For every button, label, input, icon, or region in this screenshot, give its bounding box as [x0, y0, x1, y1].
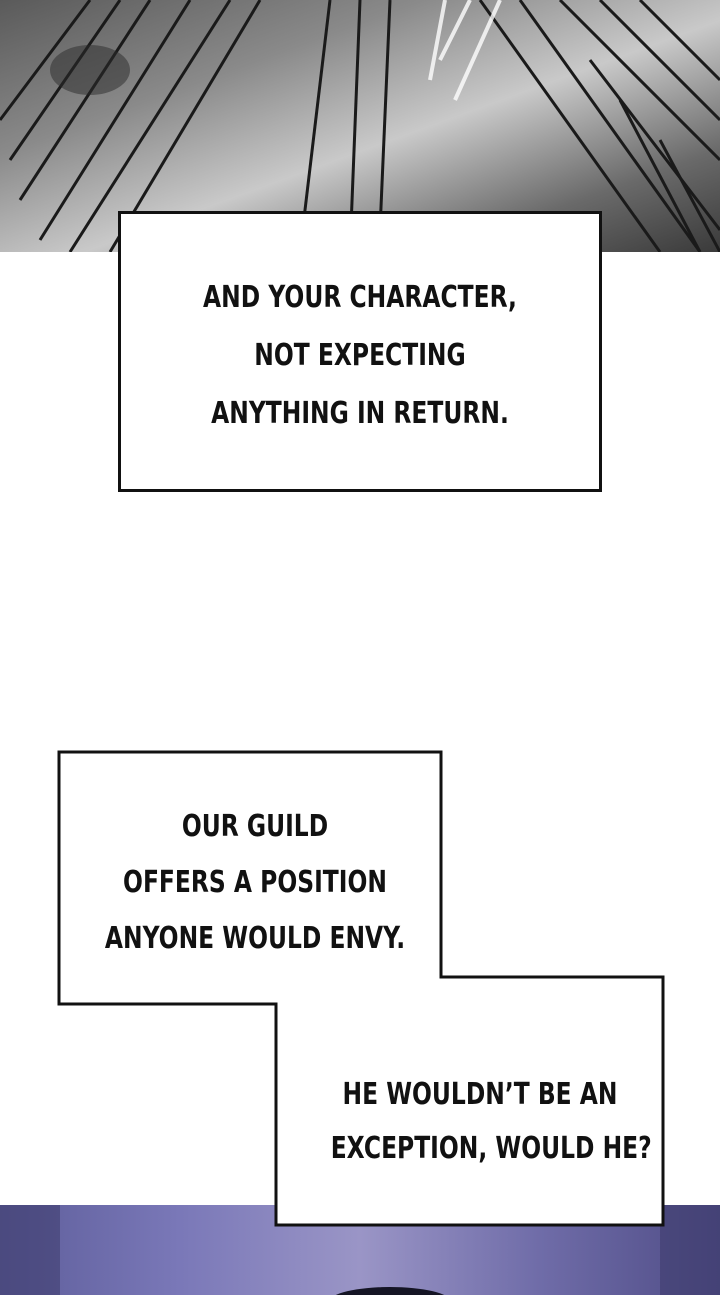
caption-1-line-3: ANYTHING IN RETURN.: [211, 396, 509, 431]
caption-3-line-1: HE WOULDN’T BE AN: [342, 1077, 618, 1112]
caption-3-line-2: EXCEPTION, WOULD HE?: [330, 1131, 652, 1166]
top-art-panel: [0, 0, 720, 252]
bottom-art: [0, 1205, 720, 1295]
caption-2-line-3: ANYONE WOULD ENVY.: [104, 921, 406, 956]
caption-1-line-1: AND YOUR CHARACTER,: [203, 280, 517, 315]
caption-1-line-2: NOT EXPECTING: [254, 338, 466, 373]
caption-2-line-1: OUR GUILD: [181, 809, 329, 844]
caption-box-1: AND YOUR CHARACTER, NOT EXPECTING ANYTHI…: [118, 211, 602, 492]
caption-2-line-2: OFFERS A POSITION: [123, 865, 387, 900]
speed-lines-art: [0, 0, 720, 252]
